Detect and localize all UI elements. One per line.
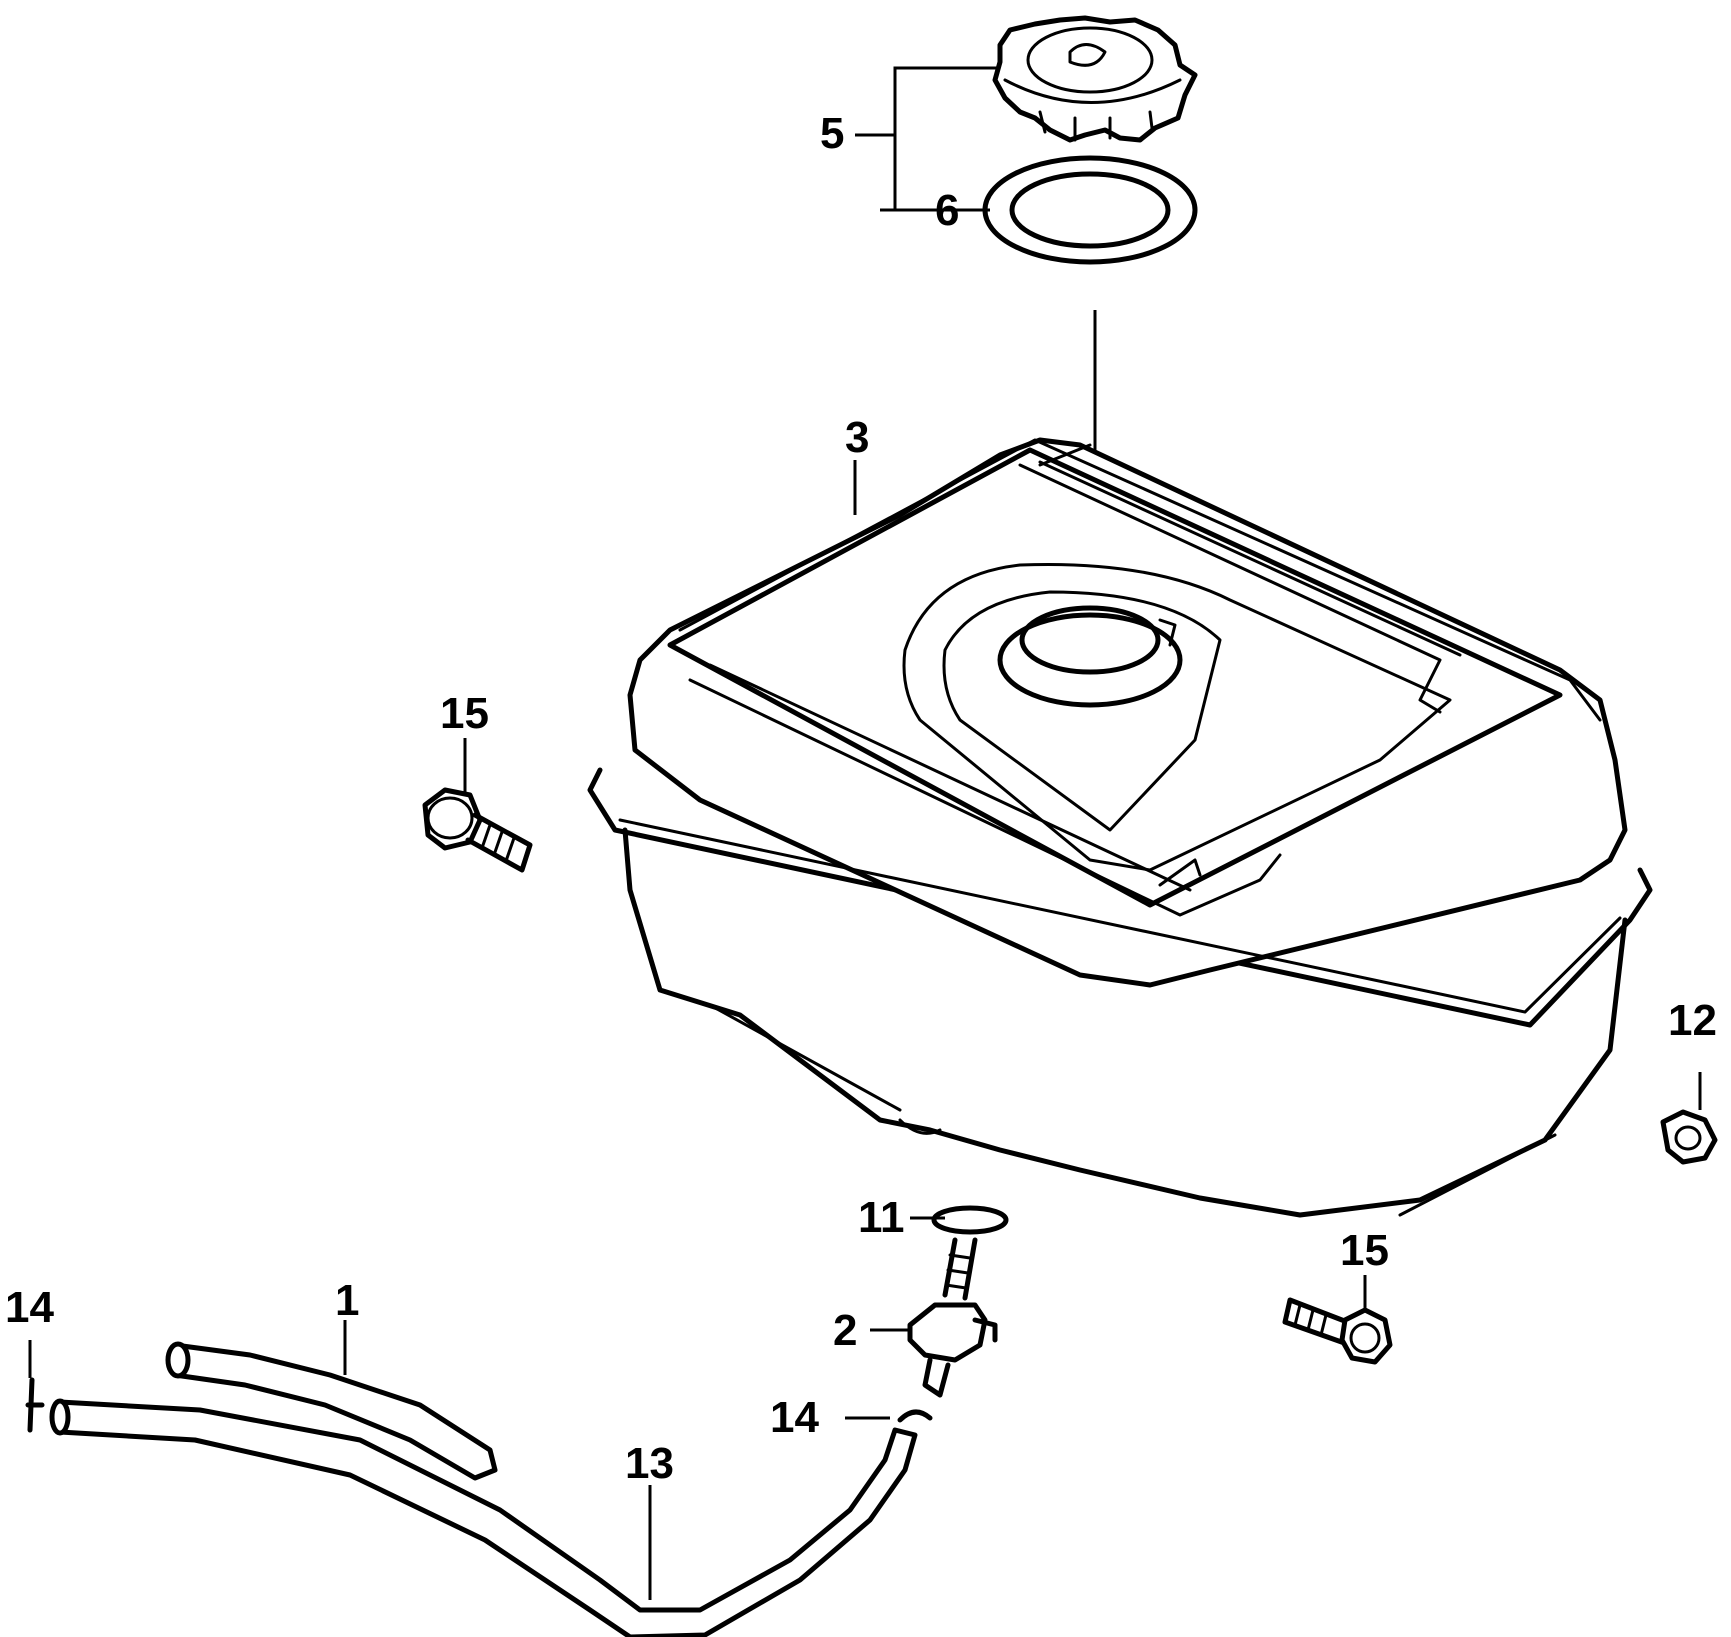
callout-14-left: 14 bbox=[5, 1283, 54, 1332]
flange-bolt-right[interactable] bbox=[1282, 1297, 1393, 1365]
fuel-cock[interactable] bbox=[907, 1237, 998, 1398]
strainer-gasket[interactable] bbox=[931, 1205, 1009, 1235]
cap-gasket[interactable] bbox=[982, 155, 1198, 265]
callout-1: 1 bbox=[335, 1276, 359, 1325]
callout-13: 13 bbox=[625, 1439, 674, 1488]
fuel-tank[interactable] bbox=[587, 437, 1653, 1218]
callout-labels: 5 6 3 15 12 11 15 2 14 1 14 13 bbox=[5, 109, 1717, 1488]
group-bracket bbox=[893, 66, 1000, 212]
flange-nut[interactable] bbox=[1660, 1109, 1718, 1165]
hose-clip-mid[interactable] bbox=[897, 1409, 933, 1423]
fuel-tube[interactable] bbox=[49, 1398, 918, 1637]
filler-cap[interactable] bbox=[992, 15, 1198, 143]
callout-12: 12 bbox=[1668, 996, 1717, 1045]
leader-lines bbox=[28, 208, 1702, 1600]
flange-bolt-left[interactable] bbox=[422, 787, 533, 873]
callout-11: 11 bbox=[858, 1193, 905, 1242]
callout-15-right: 15 bbox=[1340, 1226, 1389, 1275]
callout-6: 6 bbox=[935, 186, 959, 235]
hose-clip-left[interactable] bbox=[25, 1377, 45, 1433]
callout-14-mid: 14 bbox=[770, 1393, 819, 1442]
callout-5: 5 bbox=[820, 109, 844, 158]
callout-15-left: 15 bbox=[440, 689, 489, 738]
callout-2: 2 bbox=[833, 1306, 857, 1355]
callout-3: 3 bbox=[845, 413, 869, 462]
short-tube[interactable] bbox=[165, 1341, 498, 1481]
